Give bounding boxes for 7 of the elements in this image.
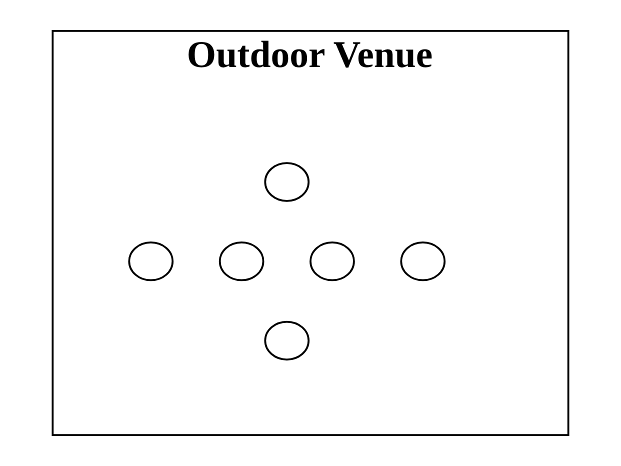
node-circle bbox=[218, 242, 264, 282]
cluster: Outdoor Venue bbox=[52, 30, 570, 436]
node-circle bbox=[264, 162, 310, 202]
node-circle bbox=[264, 320, 310, 360]
node-circle bbox=[400, 242, 446, 282]
node-circle bbox=[310, 242, 355, 282]
node-circle bbox=[128, 242, 174, 282]
